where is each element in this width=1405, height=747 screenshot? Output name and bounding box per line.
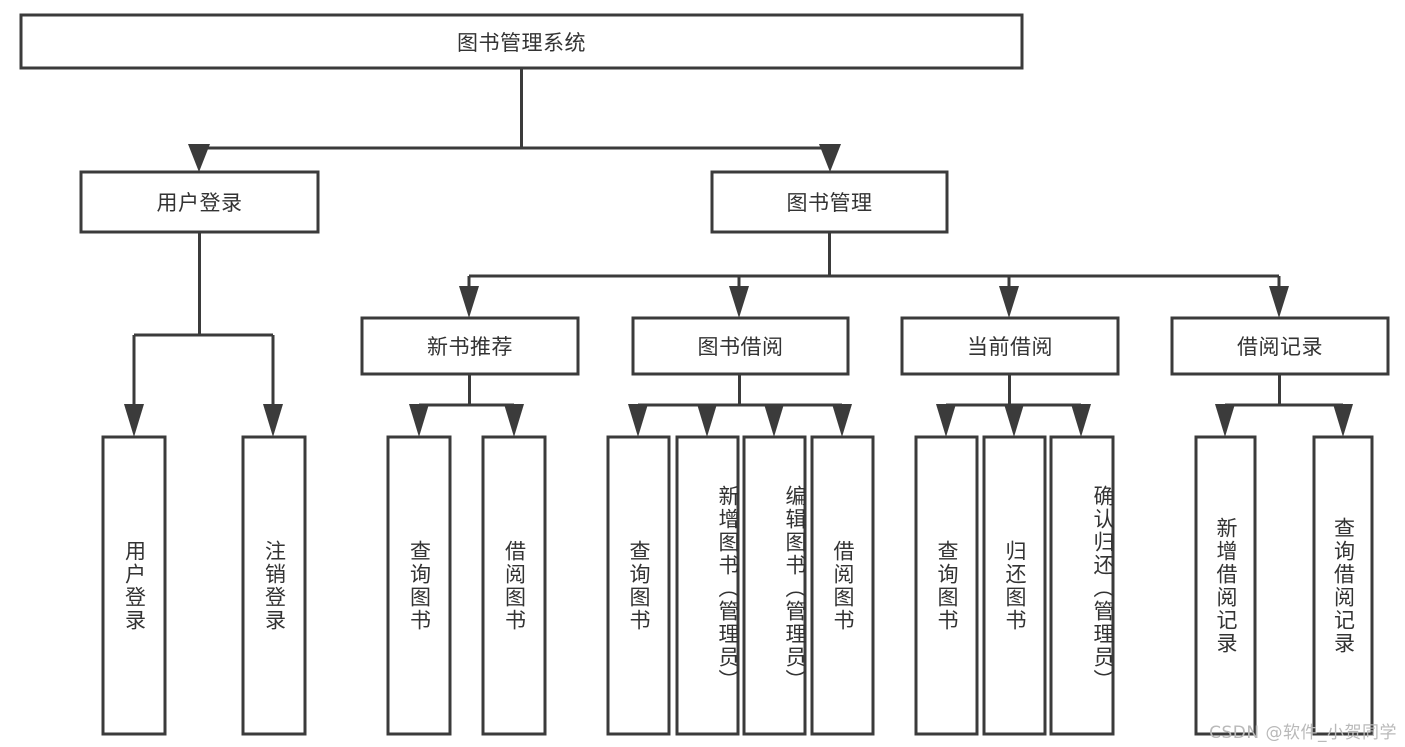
arrow-head-cb-leaf-1 bbox=[936, 404, 956, 437]
node-leaf-box[interactable] bbox=[606, 435, 671, 736]
arrow-head-bb-leaf-3 bbox=[764, 404, 784, 437]
arrow-head-cb-leaf-3 bbox=[1071, 404, 1091, 437]
arrow-head-leaf-logout bbox=[263, 404, 283, 437]
arrow-head-user-login bbox=[188, 144, 210, 172]
node-book-mgmt-box[interactable] bbox=[710, 170, 949, 234]
node-leaf-box[interactable] bbox=[481, 435, 547, 736]
arrow-head-new-book-recommend bbox=[459, 286, 479, 318]
arrow-head-borrow-record bbox=[1269, 286, 1289, 318]
arrow-head-current-borrow bbox=[999, 286, 1019, 318]
arrow-head-book-mgmt bbox=[819, 144, 841, 172]
node-leaf-box[interactable] bbox=[675, 435, 740, 736]
node-root-box[interactable] bbox=[19, 13, 1024, 70]
arrow-head-nbr-leaf-1 bbox=[409, 404, 429, 437]
arrow-head-book-borrow bbox=[729, 286, 749, 318]
node-leaf-box[interactable] bbox=[386, 435, 452, 736]
node-leaf-box[interactable] bbox=[982, 435, 1047, 736]
node-leaf-box[interactable] bbox=[914, 435, 979, 736]
node-leaf-box[interactable] bbox=[101, 435, 167, 736]
arrow-head-bb-leaf-1 bbox=[628, 404, 648, 437]
arrow-head-bb-leaf-4 bbox=[832, 404, 852, 437]
arrow-head-leaf-user-login bbox=[124, 404, 144, 437]
node-book-borrow-box[interactable] bbox=[631, 316, 850, 376]
arrow-head-br-leaf-2 bbox=[1333, 404, 1353, 437]
arrow-head-cb-leaf-2 bbox=[1004, 404, 1024, 437]
arrow-head-br-leaf-1 bbox=[1215, 404, 1235, 437]
node-leaf-box[interactable] bbox=[742, 435, 807, 736]
node-leaf-box[interactable] bbox=[241, 435, 307, 736]
node-leaf-box[interactable] bbox=[810, 435, 875, 736]
node-leaf-box[interactable] bbox=[1312, 435, 1374, 736]
node-leaf-box[interactable] bbox=[1049, 435, 1115, 736]
watermark-label: CSDN @软件_小贺同学 bbox=[1209, 723, 1397, 743]
node-borrow-record-box[interactable] bbox=[1170, 316, 1390, 376]
node-current-borrow-box[interactable] bbox=[900, 316, 1120, 376]
arrow-head-bb-leaf-2 bbox=[697, 404, 717, 437]
node-new-book-recommend-box[interactable] bbox=[360, 316, 580, 376]
arrow-head-nbr-leaf-2 bbox=[504, 404, 524, 437]
node-user-login-box[interactable] bbox=[79, 170, 320, 234]
node-leaf-box[interactable] bbox=[1194, 435, 1257, 736]
